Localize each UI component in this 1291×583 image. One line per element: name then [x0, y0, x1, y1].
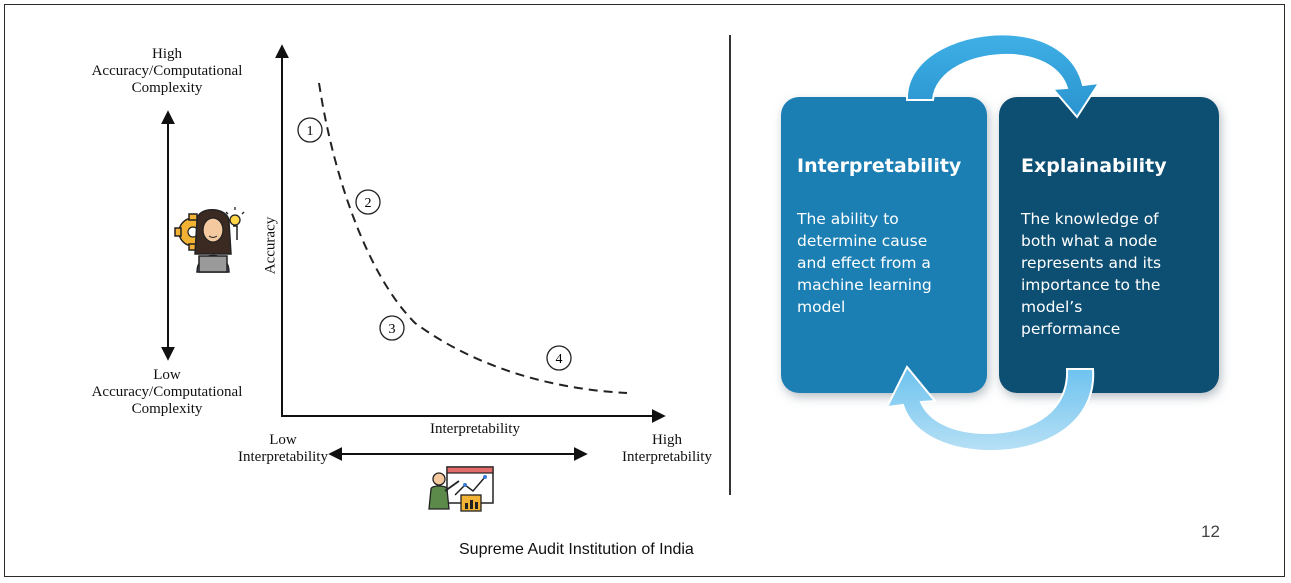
description-line: both what a node [1021, 232, 1158, 250]
curve-point-label: 2 [365, 196, 372, 211]
label-line: Complexity [131, 401, 203, 417]
description-line: represents and its [1021, 254, 1162, 272]
tradeoff-curve [318, 82, 628, 394]
page-number: 12 [1201, 522, 1220, 541]
label-line: Interpretability [238, 449, 328, 465]
woman-with-laptop-idea-icon [174, 207, 245, 273]
low-accuracy-label: Low Accuracy/Computational Complexity [57, 367, 277, 418]
label-line: Complexity [131, 80, 203, 96]
presenter-with-chart-icon [428, 466, 494, 512]
description-line: performance [1021, 320, 1121, 338]
description-line: The ability to [797, 210, 899, 228]
label-line: Low [153, 367, 181, 383]
label-line: Low [269, 432, 297, 448]
label-line: High [652, 432, 682, 448]
interpretability-box [781, 97, 987, 393]
description-line: determine cause [797, 232, 928, 250]
slide-divider [729, 35, 731, 495]
tradeoff-chart-graphics: 1 2 3 4 [161, 44, 666, 512]
curve-point-label: 4 [556, 352, 563, 367]
slide: High Accuracy/Computational Complexity L… [4, 4, 1285, 577]
top-cycle-arrow [905, 33, 1102, 119]
description-line: and effect from a [797, 254, 931, 272]
description-line: model [797, 298, 846, 316]
label-line: Accuracy/Computational [91, 384, 243, 400]
footer-text: Supreme Audit Institution of India [459, 541, 694, 558]
curve-point-label: 3 [389, 322, 396, 337]
low-interpretability-label: Low Interpretability [223, 432, 343, 466]
high-interpretability-label: High Interpretability [607, 432, 727, 466]
high-accuracy-label: High Accuracy/Computational Complexity [57, 46, 277, 97]
label-line: Interpretability [622, 449, 712, 465]
concept-boxes-graphics [781, 33, 1219, 453]
interpretability-description: The ability to determine cause and effec… [797, 208, 977, 318]
description-line: The knowledge of [1021, 210, 1159, 228]
curve-point-4: 4 [546, 345, 572, 371]
explainability-box [999, 97, 1219, 393]
label-line: High [152, 46, 182, 62]
description-line: importance to the [1021, 276, 1161, 294]
x-axis-label: Interpretability [430, 421, 520, 437]
interpretability-title: Interpretability [797, 155, 962, 177]
description-line: model’s [1021, 298, 1083, 316]
curve-point-3: 3 [379, 315, 405, 341]
curve-point-1: 1 [297, 117, 323, 143]
explainability-description: The knowledge of both what a node repres… [1021, 208, 1211, 340]
bottom-cycle-arrow [885, 365, 1095, 453]
label-line: Accuracy/Computational [91, 63, 243, 79]
curve-point-label: 1 [307, 124, 314, 139]
explainability-title: Explainability [1021, 155, 1167, 177]
description-line: machine learning [797, 276, 932, 294]
curve-point-2: 2 [355, 189, 381, 215]
